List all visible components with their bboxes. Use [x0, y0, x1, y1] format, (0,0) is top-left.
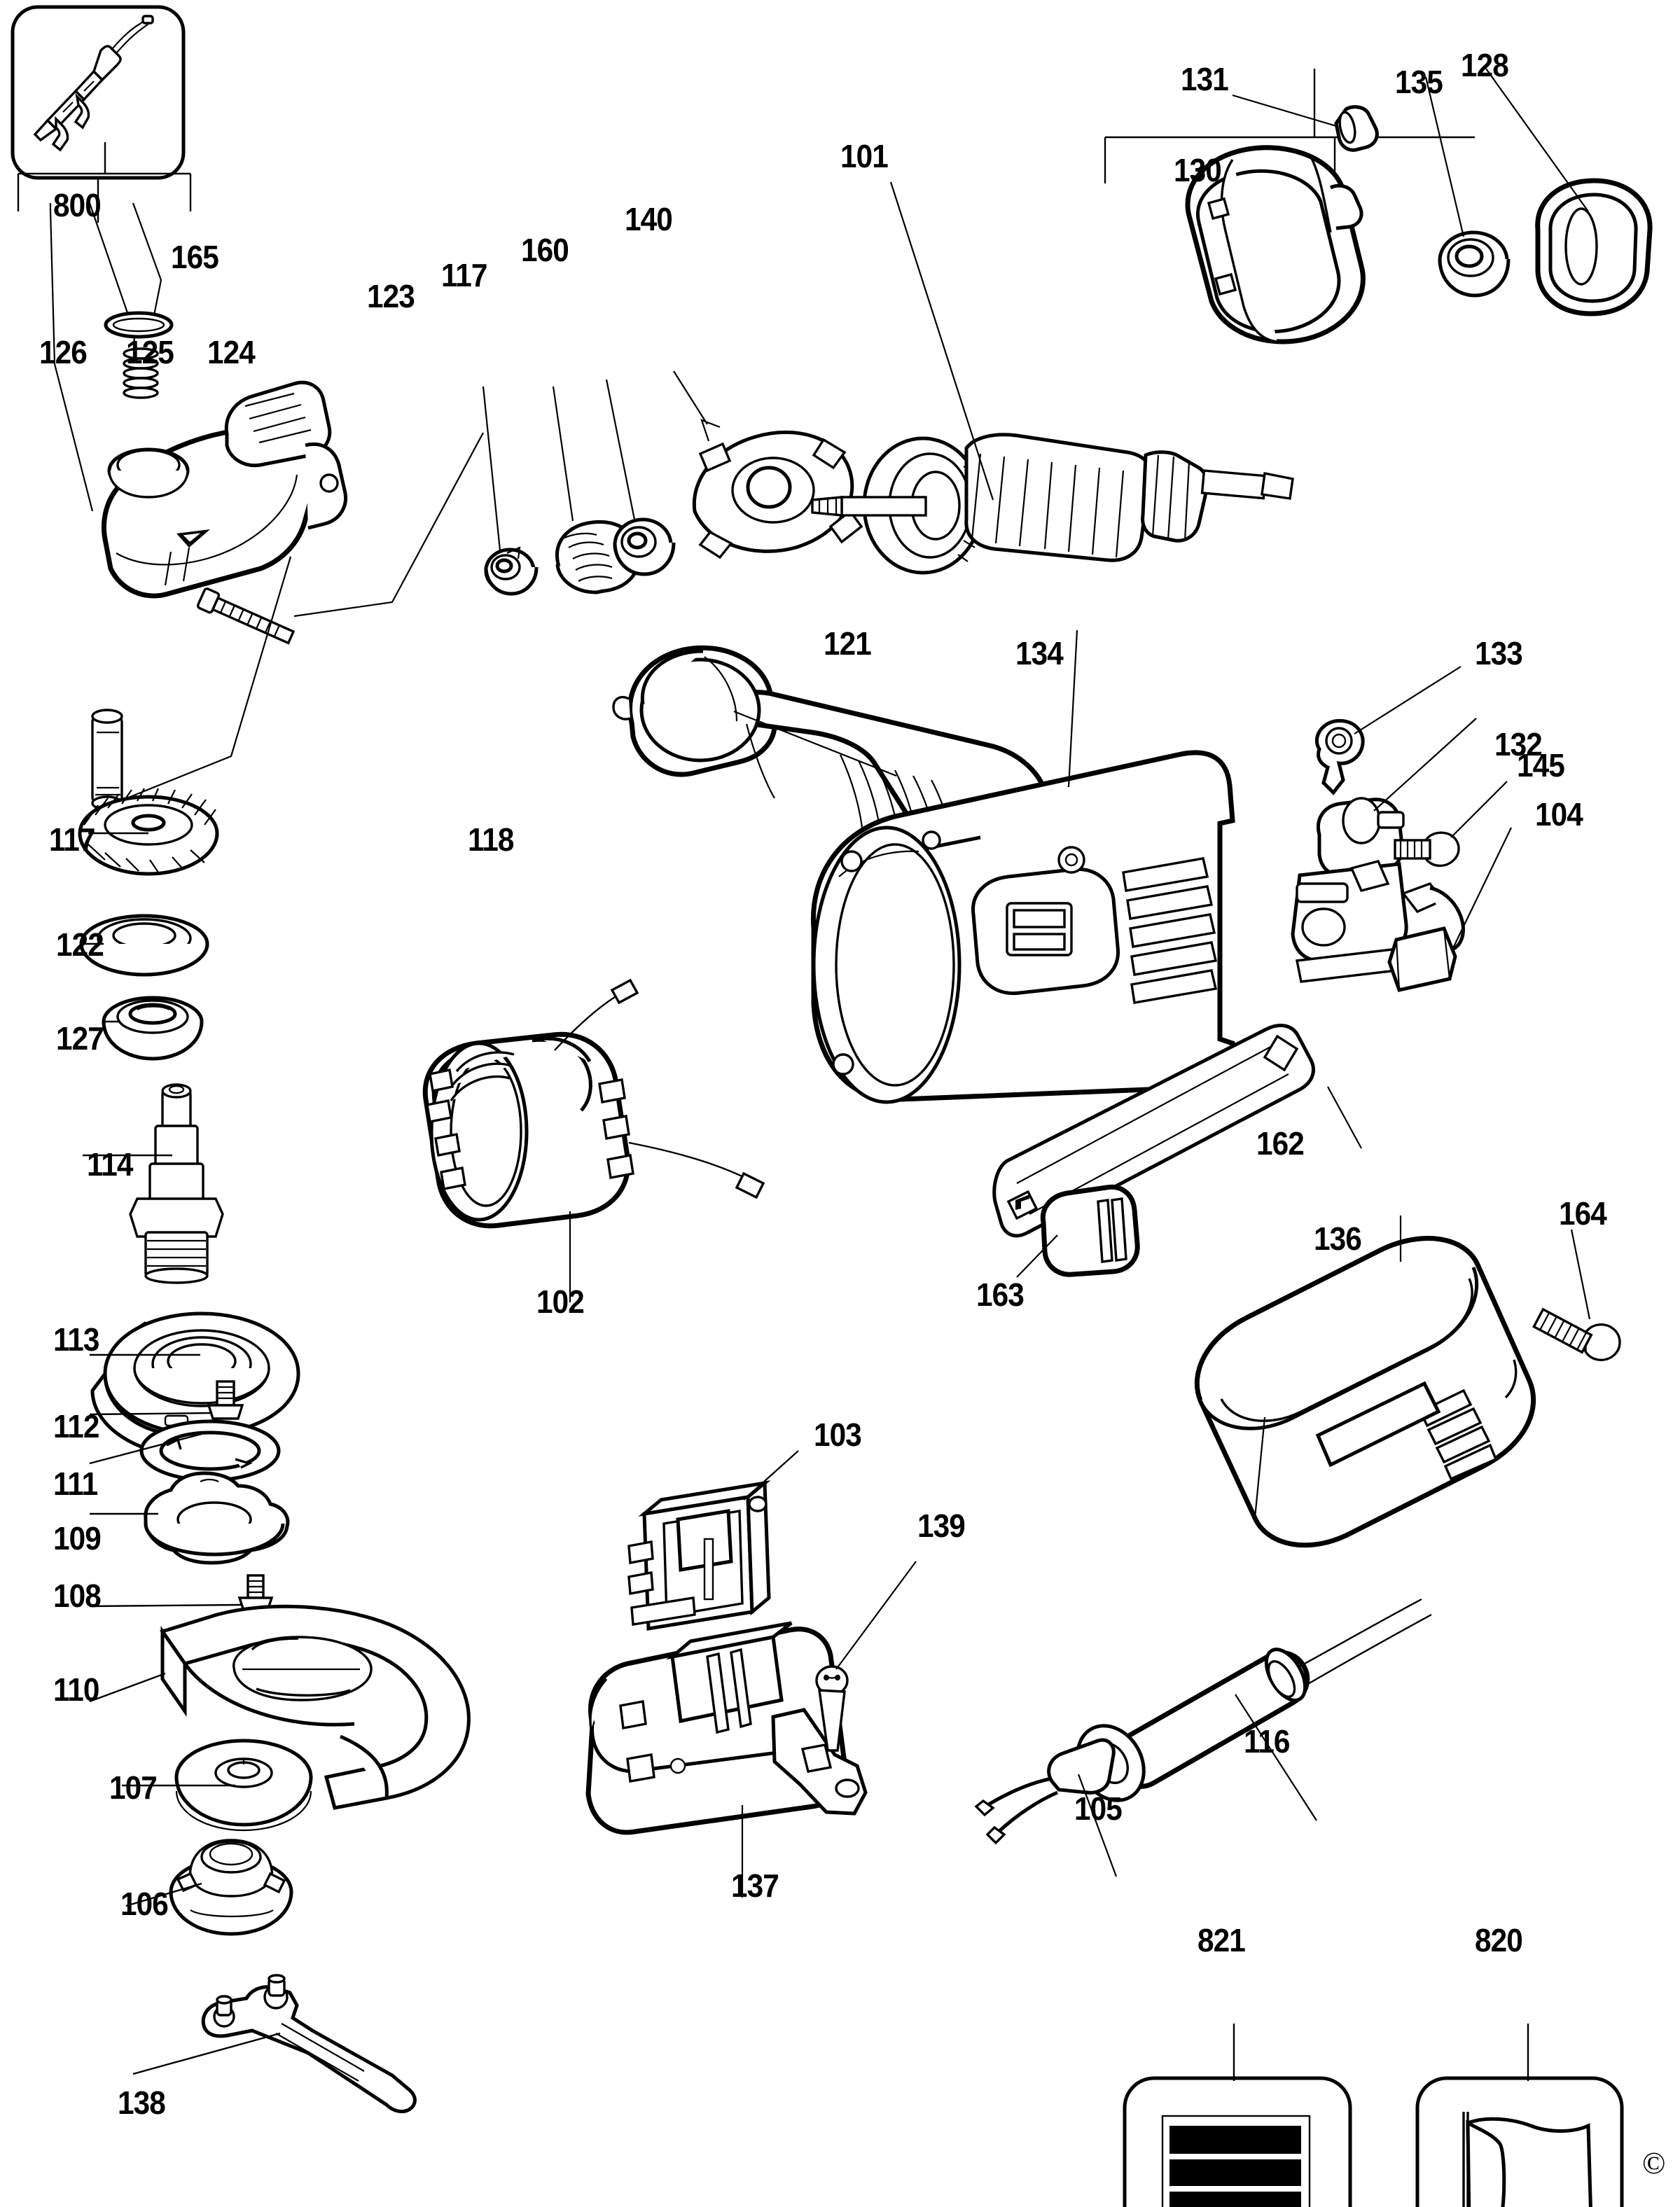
part-117-pin: [91, 556, 292, 811]
callout-133: 133: [1475, 635, 1523, 671]
part-140-baffle-plate: [673, 370, 863, 559]
copyright-mark: ©: [1642, 2146, 1666, 2180]
group-bracket-131: [1104, 69, 1475, 183]
callout-106: 106: [120, 1886, 169, 1922]
part-103-switch-block: [627, 1450, 799, 1631]
part-139-screw: [815, 1561, 917, 1752]
callout-109: 109: [53, 1520, 102, 1557]
callout-160: 160: [521, 232, 569, 268]
callout-127: 127: [56, 1020, 104, 1057]
callout-132: 132: [1494, 726, 1543, 763]
part-131-field-ring: [1185, 145, 1366, 344]
part-136-end-cap: [1194, 1216, 1536, 1548]
callout-113: 113: [53, 1321, 99, 1358]
callout-116: 116: [1244, 1723, 1290, 1760]
part-134-motor-housing: [810, 629, 1235, 1104]
part-137-switch-assembly: [585, 1621, 868, 1898]
callout-110: 110: [53, 1671, 99, 1708]
callout-108: 108: [53, 1578, 102, 1614]
part-160-bearing: [605, 379, 676, 576]
part-127-ball-bearing: [102, 996, 204, 1061]
part-133-spring-clip: [1314, 666, 1462, 795]
callout-121: 121: [824, 625, 872, 662]
callout-118: 118: [468, 821, 514, 858]
part-138-spanner-wrench: [132, 1974, 417, 2114]
part-130-brush-cap: [1232, 94, 1379, 152]
callout-131: 131: [1181, 61, 1229, 97]
part-108-screw: [89, 1574, 274, 1612]
part-105-strain-relief: [974, 1724, 1146, 1877]
part-821-warning-label: [1123, 2024, 1352, 2207]
callout-117-top: 117: [441, 257, 487, 293]
callout-128: 128: [1461, 47, 1509, 83]
callout-130: 130: [1174, 152, 1222, 188]
callout-137: 137: [731, 1867, 779, 1904]
part-128-bearing-ring: [1485, 68, 1653, 316]
callout-140: 140: [625, 201, 673, 237]
part-112-screw: [89, 1380, 244, 1420]
tool-icon-box-800: [11, 5, 186, 223]
callout-163: 163: [976, 1276, 1025, 1313]
part-111-retaining-ring: [89, 1419, 281, 1482]
part-135-bearing: [1424, 76, 1511, 298]
part-117-bevel-gear: [78, 788, 219, 876]
callout-135: 135: [1395, 64, 1443, 100]
callout-122: 122: [56, 926, 104, 963]
callout-105: 105: [1074, 1790, 1123, 1827]
callout-103: 103: [814, 1416, 862, 1453]
callout-165: 165: [171, 239, 219, 275]
part-114-spindle: [83, 1083, 224, 1284]
part-106-clamp-nut: [125, 1839, 293, 1936]
callout-111: 111: [53, 1465, 98, 1502]
callout-134: 134: [1015, 635, 1064, 671]
callout-114: 114: [87, 1146, 133, 1183]
callout-124: 124: [207, 334, 256, 370]
callout-162: 162: [1256, 1125, 1305, 1162]
part-104-carbon-brush: [1387, 827, 1512, 992]
part-124-o-ring: [104, 311, 174, 339]
part-820-flag-label: [1415, 2024, 1624, 2207]
part-145-screw: [1394, 781, 1508, 867]
part-102-field-stator: [422, 978, 765, 1302]
group-bracket-165: [17, 142, 192, 211]
callout-125: 125: [126, 334, 174, 370]
part-163-switch-button: [1016, 1184, 1140, 1278]
part-126-gear-case-cover: [101, 380, 347, 599]
callout-800: 800: [53, 187, 102, 223]
part-116-cord: [1111, 1598, 1432, 1821]
callout-126: 126: [39, 334, 88, 370]
part-122-seal: [79, 914, 209, 977]
callout-139: 139: [917, 1508, 966, 1544]
callout-107: 107: [109, 1769, 158, 1806]
part-132-brush-holder: [1291, 718, 1477, 983]
part-164-screw: [1532, 1229, 1621, 1361]
part-110-wheel-guard: [89, 1604, 471, 1810]
callout-112: 112: [53, 1408, 99, 1444]
callout-138: 138: [118, 2084, 166, 2121]
part-118-screw: [196, 432, 484, 645]
part-123-small-bearing: [482, 386, 539, 596]
part-125-spring: [123, 347, 159, 399]
part-107-backing-flange: [122, 1739, 313, 1832]
part-113-gear-case: [90, 1311, 300, 1457]
callout-136: 136: [1314, 1220, 1362, 1257]
callout-164: 164: [1559, 1195, 1607, 1232]
callout-123: 123: [367, 278, 415, 314]
callout-101: 101: [840, 138, 889, 174]
callout-117-pin: 117: [49, 821, 95, 858]
callout-104: 104: [1535, 796, 1583, 833]
callout-102: 102: [536, 1283, 585, 1320]
part-162-brush-strip: [992, 1024, 1362, 1238]
callout-820: 820: [1475, 1922, 1523, 1958]
callout-145: 145: [1517, 747, 1565, 784]
part-109-lock-plate: [90, 1471, 290, 1565]
callout-821: 821: [1197, 1922, 1246, 1958]
part-101-armature: [811, 181, 1294, 575]
